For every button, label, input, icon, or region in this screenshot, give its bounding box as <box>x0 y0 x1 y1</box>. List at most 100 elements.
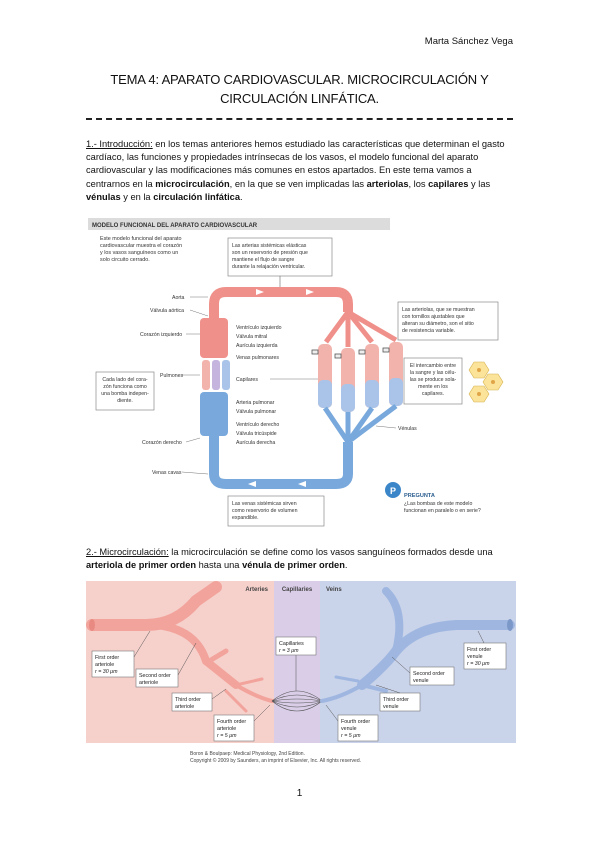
systemic-arteries <box>323 309 398 347</box>
box-line: arteriole <box>139 680 158 686</box>
second-venule-box <box>409 666 455 686</box>
systemic-veins <box>322 404 398 444</box>
bold-term: vénula de primer orden <box>242 560 345 571</box>
box-line: venule <box>467 654 483 660</box>
question-title: PREGUNTA <box>404 493 435 499</box>
text-run: la microcirculación se define como los v… <box>168 547 493 557</box>
callout-line: expandible. <box>232 515 259 521</box>
fourth-arteriole-box <box>213 714 255 742</box>
label-aorta: Aorta <box>172 295 185 301</box>
veins-heading: Veins <box>326 587 342 593</box>
bold-term: circulación linfática <box>153 191 240 202</box>
section-1-heading: 1.- Introducción: <box>86 139 153 149</box>
cell-nuclei <box>477 368 495 396</box>
question-badge-icon <box>385 482 401 498</box>
callout-line: la sangre y las célu- <box>410 370 456 376</box>
callout-line: zón funciona como <box>103 384 147 390</box>
box-line: venule <box>383 704 399 710</box>
callout-line: alteran su diámetro, son el sitio <box>402 321 474 327</box>
callout-line: El intercambio entre <box>410 363 456 369</box>
callout-line: Cada lado del cora- <box>102 377 148 383</box>
callout-line: mente en los <box>418 384 448 390</box>
arteries-heading: Arteries <box>245 587 268 593</box>
page-number: 1 <box>296 788 303 799</box>
box-line: First order <box>467 647 491 653</box>
callout-line: Las arteriolas, que se muestran <box>402 307 475 313</box>
box-line: First order <box>95 655 119 661</box>
label-right-heart: Corazón derecho <box>142 440 182 446</box>
microcirculation-paragraph: 2.- Microcirculación: la microcirculació… <box>86 546 513 572</box>
label-pulmonary-artery: Arteria pulmonar <box>236 400 275 406</box>
text-run: . <box>240 191 243 202</box>
box-line: arteriole <box>175 704 194 710</box>
callout-line: capilares. <box>422 391 444 397</box>
box-line: Third order <box>175 697 201 703</box>
text-run: en los temas anteriores hemos estudiado … <box>86 139 505 189</box>
box-line: r = 3 μm <box>279 648 299 654</box>
label-left-heart: Corazón izquierdo <box>140 332 182 338</box>
intro-line: y los vasos sanguíneos como un <box>100 250 178 256</box>
box-line: venule <box>413 678 429 684</box>
box-line: r = 30 μm <box>467 661 490 667</box>
callout-line: las se produce sola- <box>410 377 457 383</box>
fourth-venule-box <box>337 714 379 742</box>
microcirculation-figure: Arteries Capillaries Veins <box>86 581 516 764</box>
bold-term: vénulas <box>86 191 121 202</box>
callout-line: una bomba indepen- <box>101 391 149 397</box>
box-line: Second order <box>139 673 171 679</box>
venous-tree <box>320 587 515 703</box>
box-line: Second order <box>413 671 445 677</box>
first-venule-box <box>463 642 507 670</box>
callout-line: durante la relajación ventricular. <box>232 264 305 270</box>
label-tricuspid-valve: Válvula tricúspide <box>236 431 277 437</box>
author-name: Marta Sánchez Vega <box>424 36 513 47</box>
box-line: Third order <box>383 697 409 703</box>
callout-line: como reservorio de volumen <box>232 508 298 514</box>
arterioles-callout <box>397 301 499 341</box>
figure-credit-line-2: Copyright © 2009 by Saunders, an imprint… <box>190 757 361 764</box>
label-aortic-valve: Válvula aórtica <box>150 308 184 314</box>
capillary-bundle <box>271 690 323 712</box>
arteriole-screws <box>311 347 390 359</box>
box-line: r = 5 μm <box>341 733 361 739</box>
exchange-callout <box>403 357 463 405</box>
box-line: arteriole <box>217 726 236 732</box>
intro-line: cardiovascular muestra el corazón <box>100 243 182 249</box>
bold-term: arteriola de primer orden <box>86 560 197 571</box>
left-heart <box>200 318 228 358</box>
box-line: r = 5 μm <box>217 733 237 739</box>
pump-callout <box>95 371 155 411</box>
question-line: ¿Las bombas de este modelo <box>404 501 472 507</box>
first-arteriole-box <box>91 650 135 678</box>
callout-line: Las arterias sistémicas elásticas <box>232 243 307 249</box>
callout-line: mantiene el flujo de sangre <box>232 257 294 263</box>
cardiovascular-model-figure: MODELO FUNCIONAL DEL APARATO CARDIOVASCU… <box>86 212 516 532</box>
title-line-1: TEMA 4: APARATO CARDIOVASCULAR. MICROCIR… <box>110 72 489 87</box>
title-line-2: CIRCULACIÓN LINFÁTICA. <box>220 91 379 106</box>
label-lungs: Pulmones <box>160 373 183 379</box>
intro-paragraph: 1.- Introducción: en los temas anteriore… <box>86 138 513 204</box>
callout-line: con tornillos ajustables que <box>402 314 465 320</box>
text-run: y en la <box>120 191 154 202</box>
callout-line: de resistencia variable. <box>402 328 455 334</box>
label-left-atrium: Aurícula izquierda <box>236 343 278 349</box>
figure-header: MODELO FUNCIONAL DEL APARATO CARDIOVASCU… <box>92 223 258 229</box>
box-line: Fourth order <box>217 719 246 725</box>
label-pulmonary-veins: Venas pulmonares <box>236 355 279 361</box>
label-capillaries: Capilares <box>236 377 258 383</box>
figure-credit-line-1: Boron & Boulpaep: Medical Physiology, 2n… <box>190 751 305 757</box>
bold-term: microcirculación <box>155 178 230 189</box>
label-venules: Vénulas <box>398 426 417 432</box>
right-heart <box>200 392 228 436</box>
pulmonary-capillaries <box>202 360 230 390</box>
third-arteriole-box <box>171 692 213 712</box>
label-venae-cavae: Venas cavas <box>152 470 182 476</box>
label-right-atrium: Aurícula derecha <box>236 440 275 446</box>
box-line: Capillaries <box>279 641 304 647</box>
text-run: . <box>344 560 348 571</box>
label-mitral-valve: Válvula mitral <box>236 334 267 340</box>
box-line: arteriole <box>95 662 114 668</box>
veins-callout <box>227 495 325 527</box>
systemic-capillary-beds <box>318 342 403 412</box>
box-line: Fourth order <box>341 719 370 725</box>
